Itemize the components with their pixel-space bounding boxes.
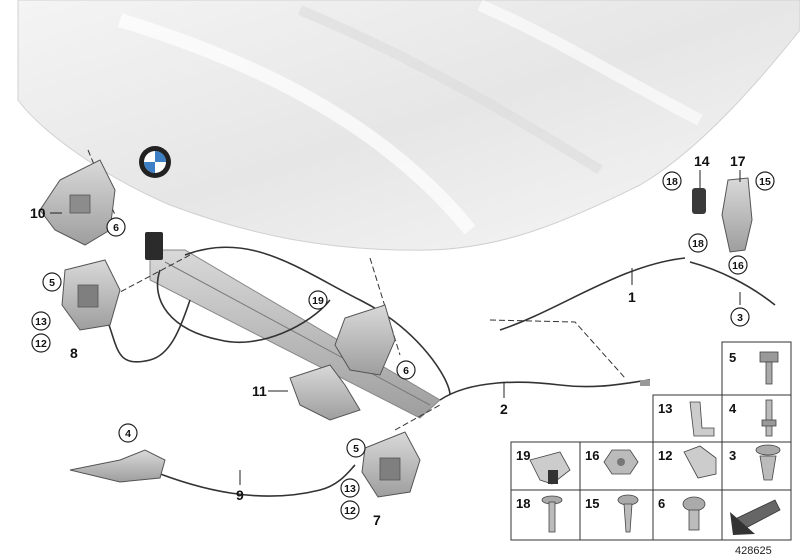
callout-5-a: 5 <box>49 277 55 289</box>
grid-label-12: 12 <box>658 448 672 463</box>
microswitch <box>145 232 163 260</box>
grid-label-19: 19 <box>516 448 530 463</box>
callout-4: 4 <box>125 428 131 440</box>
bowden-cables <box>99 246 776 497</box>
clip-13-icon <box>689 401 715 437</box>
callout-8: 8 <box>70 345 78 361</box>
callout-19: 19 <box>312 295 324 307</box>
screw-5-icon <box>759 351 779 385</box>
callout-5-b: 5 <box>353 443 359 455</box>
grid-label-15: 15 <box>585 496 599 511</box>
leader-lines <box>50 170 741 485</box>
grid-cell-5 <box>721 341 792 396</box>
hood-bracket-10 <box>39 159 116 246</box>
callout-7: 7 <box>373 512 381 528</box>
callout-10: 10 <box>30 205 46 221</box>
grid-label-5: 5 <box>729 350 736 365</box>
callout-13-b: 13 <box>344 483 356 495</box>
callout-17: 17 <box>730 153 746 169</box>
callout-3: 3 <box>737 312 743 324</box>
lock-carrier-bar <box>149 249 441 419</box>
callout-11: 11 <box>252 383 267 399</box>
grid-label-13: 13 <box>658 401 672 416</box>
callout-12-a: 12 <box>35 338 47 350</box>
grid-cell-numbers: 5 4 13 3 19 16 12 18 15 6 <box>516 350 737 511</box>
callout-2: 2 <box>500 401 508 417</box>
callout-18-b: 18 <box>692 238 704 250</box>
callout-14: 14 <box>694 153 710 169</box>
callout-6-b: 6 <box>403 365 409 377</box>
grid-label-16: 16 <box>585 448 599 463</box>
callout-9: 9 <box>236 487 244 503</box>
screw-15-icon <box>617 494 639 533</box>
clamp-19-icon <box>529 451 571 485</box>
hood-lock-7 <box>361 431 421 498</box>
parts-grid <box>510 341 792 541</box>
hood-lock-11 <box>289 364 361 421</box>
callout-18-a: 18 <box>666 176 678 188</box>
circled-callouts: 6 5 13 12 19 6 4 5 13 12 18 15 18 16 3 <box>31 171 775 520</box>
nut-16-icon <box>603 449 639 475</box>
grid-label-3: 3 <box>729 448 736 463</box>
grid-cell-4 <box>721 394 792 443</box>
grid-label-6: 6 <box>658 496 665 511</box>
callout-15: 15 <box>759 176 771 188</box>
callout-13-a: 13 <box>35 316 47 328</box>
document-number: 428625 <box>735 545 772 557</box>
direction-arrow-icon <box>730 499 781 535</box>
callout-1: 1 <box>628 289 636 305</box>
callout-16: 16 <box>732 260 744 272</box>
clip-12-icon <box>683 445 717 479</box>
hood-lock-6 <box>334 304 396 376</box>
release-handle-17 <box>640 177 753 386</box>
hood-panel <box>17 0 800 251</box>
bmw-logo-icon <box>139 146 171 178</box>
bolt-6-icon <box>682 496 706 531</box>
expanding-rivet-3-icon <box>755 444 781 481</box>
grid-label-4: 4 <box>729 401 737 416</box>
grid-label-18: 18 <box>516 496 530 511</box>
hood-lock-8 <box>61 259 121 331</box>
callout-12-b: 12 <box>344 505 356 517</box>
callout-numbers: 10 8 11 1 2 14 17 9 7 <box>30 153 746 528</box>
rivet-4-icon <box>761 399 777 437</box>
grid-cell-15 <box>579 489 654 541</box>
callout-6-a: 6 <box>113 222 119 234</box>
release-lever-9 <box>69 449 166 483</box>
screw-18-icon <box>541 495 563 533</box>
